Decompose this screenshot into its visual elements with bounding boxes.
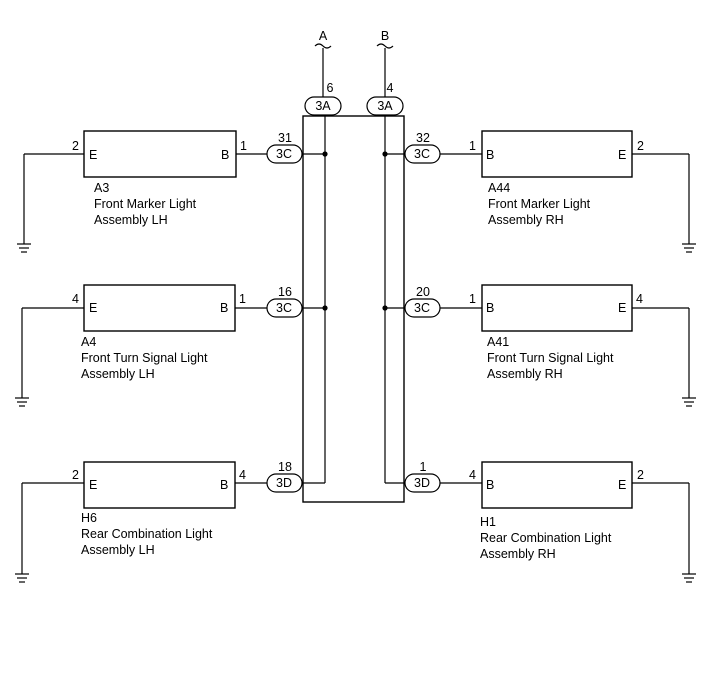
component-name: Assembly RH [487, 367, 563, 381]
connector-label: 3C [414, 147, 430, 161]
component-name: Front Marker Light [94, 197, 197, 211]
component-box [481, 130, 633, 178]
connector-pin: 20 [416, 285, 430, 299]
ground-icon [682, 243, 696, 253]
connector-pin: 1 [420, 460, 427, 474]
signal-b: B 4 3A [366, 29, 404, 116]
component-id: A4 [81, 335, 96, 349]
signal-a-label: A [319, 29, 328, 43]
pin-b-number: 4 [469, 468, 476, 482]
component-name: Front Turn Signal Light [81, 351, 208, 365]
component-name: Assembly LH [94, 213, 168, 227]
pin-e-number: 4 [72, 292, 79, 306]
terminal-b: B [486, 301, 494, 315]
terminal-e: E [618, 301, 626, 315]
ground-icon [15, 397, 29, 407]
component-id: H1 [480, 515, 496, 529]
component-name: Assembly LH [81, 543, 155, 557]
component-a44: 32 3C 1 B E 2 A44 Front Marker Light Ass… [385, 130, 696, 253]
signal-a-pin: 6 [327, 81, 334, 95]
ground-icon [15, 573, 29, 583]
component-name: Front Turn Signal Light [487, 351, 614, 365]
connector-label: 3C [414, 301, 430, 315]
signal-b-label: B [381, 29, 389, 43]
component-id: A44 [488, 181, 510, 195]
component-name: Rear Combination Light [81, 527, 213, 541]
connector-label: 3D [414, 476, 430, 490]
terminal-b: B [220, 301, 228, 315]
signal-a-connector [304, 96, 342, 116]
connector-label: 3C [276, 147, 292, 161]
component-name: Front Marker Light [488, 197, 591, 211]
terminal-e: E [618, 478, 626, 492]
component-a41: 20 3C 1 B E 4 A41 Front Turn Signal Ligh… [385, 284, 696, 407]
ground-icon [682, 573, 696, 583]
signal-a: A 6 3A [304, 29, 342, 116]
connector-pin: 18 [278, 460, 292, 474]
component-name: Rear Combination Light [480, 531, 612, 545]
component-box [83, 284, 236, 332]
terminal-e: E [618, 148, 626, 162]
connector-pin: 31 [278, 131, 292, 145]
component-name: Assembly LH [81, 367, 155, 381]
pin-e-number: 2 [637, 139, 644, 153]
component-name: Assembly RH [480, 547, 556, 561]
component-box [481, 461, 633, 509]
connector-label: 3D [276, 476, 292, 490]
signal-b-pin: 4 [387, 81, 394, 95]
component-id: A3 [94, 181, 109, 195]
connector [266, 473, 303, 493]
component-id: H6 [81, 511, 97, 525]
component-id: A41 [487, 335, 509, 349]
component-a3: 2 E B 1 31 3C A3 Front Marker Light Asse… [17, 130, 325, 253]
terminal-b: B [220, 478, 228, 492]
signal-b-continuation-mark [376, 43, 394, 49]
connector-pin: 16 [278, 285, 292, 299]
terminal-e: E [89, 478, 97, 492]
signal-a-continuation-mark [314, 43, 332, 49]
pin-b-number: 1 [240, 139, 247, 153]
component-h6: 2 E B 4 18 3D H6 Rear Combination Light … [15, 460, 303, 583]
signal-b-connector-label: 3A [377, 99, 393, 113]
component-box [83, 130, 237, 178]
pin-e-number: 4 [636, 292, 643, 306]
terminal-b: B [486, 148, 494, 162]
ground-icon [17, 243, 31, 253]
pin-b-number: 1 [469, 139, 476, 153]
pin-e-number: 2 [72, 468, 79, 482]
terminal-b: B [486, 478, 494, 492]
pin-b-number: 1 [239, 292, 246, 306]
ground-icon [682, 397, 696, 407]
pin-b-number: 4 [239, 468, 246, 482]
terminal-e: E [89, 301, 97, 315]
junction-block [302, 115, 405, 503]
component-box [83, 461, 236, 509]
component-h1: 1 3D 4 B E 2 H1 Rear Combination Light A… [404, 460, 696, 583]
terminal-e: E [89, 148, 97, 162]
connector-pin: 32 [416, 131, 430, 145]
connector-label: 3C [276, 301, 292, 315]
component-box [481, 284, 633, 332]
component-a4: 4 E B 1 16 3C A4 Front Turn Signal Light… [15, 284, 325, 407]
pin-e-number: 2 [72, 139, 79, 153]
terminal-b: B [221, 148, 229, 162]
pin-b-number: 1 [469, 292, 476, 306]
pin-e-number: 2 [637, 468, 644, 482]
signal-a-connector-label: 3A [315, 99, 331, 113]
component-name: Assembly RH [488, 213, 564, 227]
